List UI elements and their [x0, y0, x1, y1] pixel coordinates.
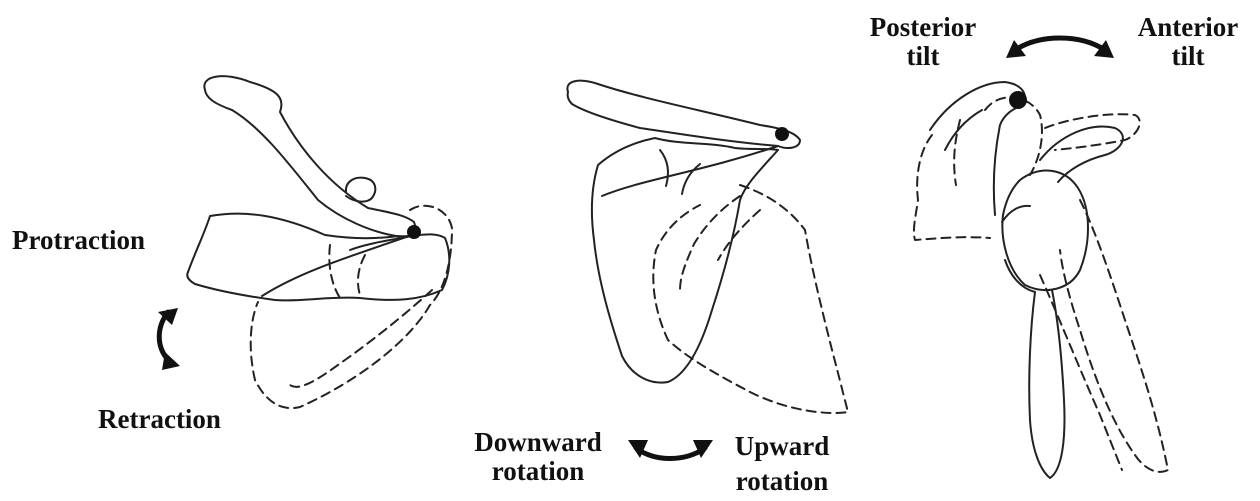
scapula-1-spine	[262, 234, 415, 296]
scapula-1-dashed-inner	[290, 245, 432, 387]
rotation-arrow-icon	[628, 440, 713, 459]
panel-upward-downward-rotation	[567, 81, 848, 459]
label-protraction: Protraction	[12, 226, 145, 255]
scapula-3-dashed-back	[914, 135, 990, 240]
scapula-1-dashed	[251, 206, 452, 408]
scapula-2-inner	[660, 150, 700, 194]
scapula-3-dashed-body	[1060, 200, 1168, 472]
scapula-2-dashed	[653, 185, 848, 413]
joint-dot-1	[407, 225, 421, 239]
label-downward-rotation: Downward rotation	[458, 428, 618, 486]
scapula-3-acromion-inner	[945, 110, 982, 150]
label-anterior-tilt: Anterior tilt	[1118, 13, 1258, 71]
label-posterior-line1: Posterior	[848, 13, 998, 42]
label-upward-rotation: Upward rotation	[712, 432, 852, 496]
scapula-2-spine	[602, 146, 778, 196]
protraction-retraction-arrow-icon	[158, 308, 180, 370]
scapula-3-glenoid	[1002, 171, 1088, 290]
scapula-3-coracoid	[1040, 127, 1123, 182]
scapula-3-dashed-coracoid	[1045, 114, 1140, 150]
label-retraction: Retraction	[98, 405, 221, 434]
joint-dot-3	[1009, 91, 1027, 109]
scapula-2-solid	[592, 138, 778, 383]
label-upward-line2: rotation	[712, 467, 852, 496]
label-posterior-line2: tilt	[848, 42, 998, 71]
scapula-2-dashed-inner	[680, 196, 760, 290]
panel-anterior-posterior-tilt	[914, 38, 1168, 478]
label-upward-line1: Upward	[712, 432, 852, 461]
tilt-arrow-icon	[1006, 38, 1114, 58]
label-anterior-line2: tilt	[1118, 42, 1258, 71]
coracoid-1	[346, 178, 375, 202]
label-anterior-line1: Anterior	[1118, 13, 1258, 42]
clavicle-2	[567, 81, 800, 148]
scapula-3-dashed-blade	[1040, 275, 1122, 470]
label-downward-line1: Downward	[458, 428, 618, 457]
panel-protraction-retraction	[158, 76, 452, 408]
label-posterior-tilt: Posterior tilt	[848, 13, 998, 71]
joint-dot-2	[775, 127, 789, 141]
label-downward-line2: rotation	[458, 457, 618, 486]
